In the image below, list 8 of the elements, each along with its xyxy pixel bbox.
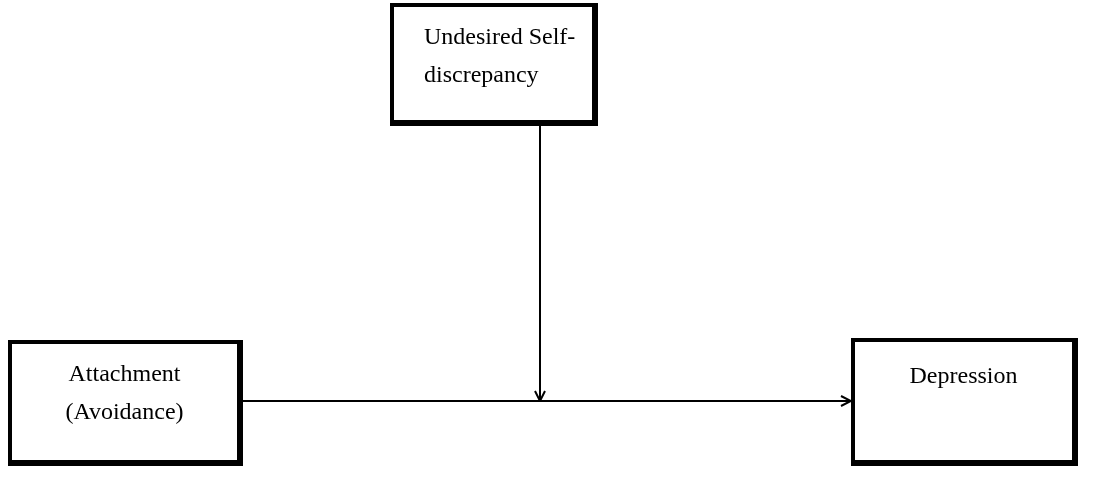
arrow [242, 395, 852, 407]
box-label: Depression [908, 361, 1019, 390]
variable-box [390, 3, 598, 126]
box-label: Attachment (Avoidance) [64, 359, 185, 427]
variable-box [8, 340, 243, 466]
box-label: Undesired Self-discrepancy [424, 22, 577, 90]
arrow [534, 125, 546, 402]
variable-box [851, 338, 1078, 466]
